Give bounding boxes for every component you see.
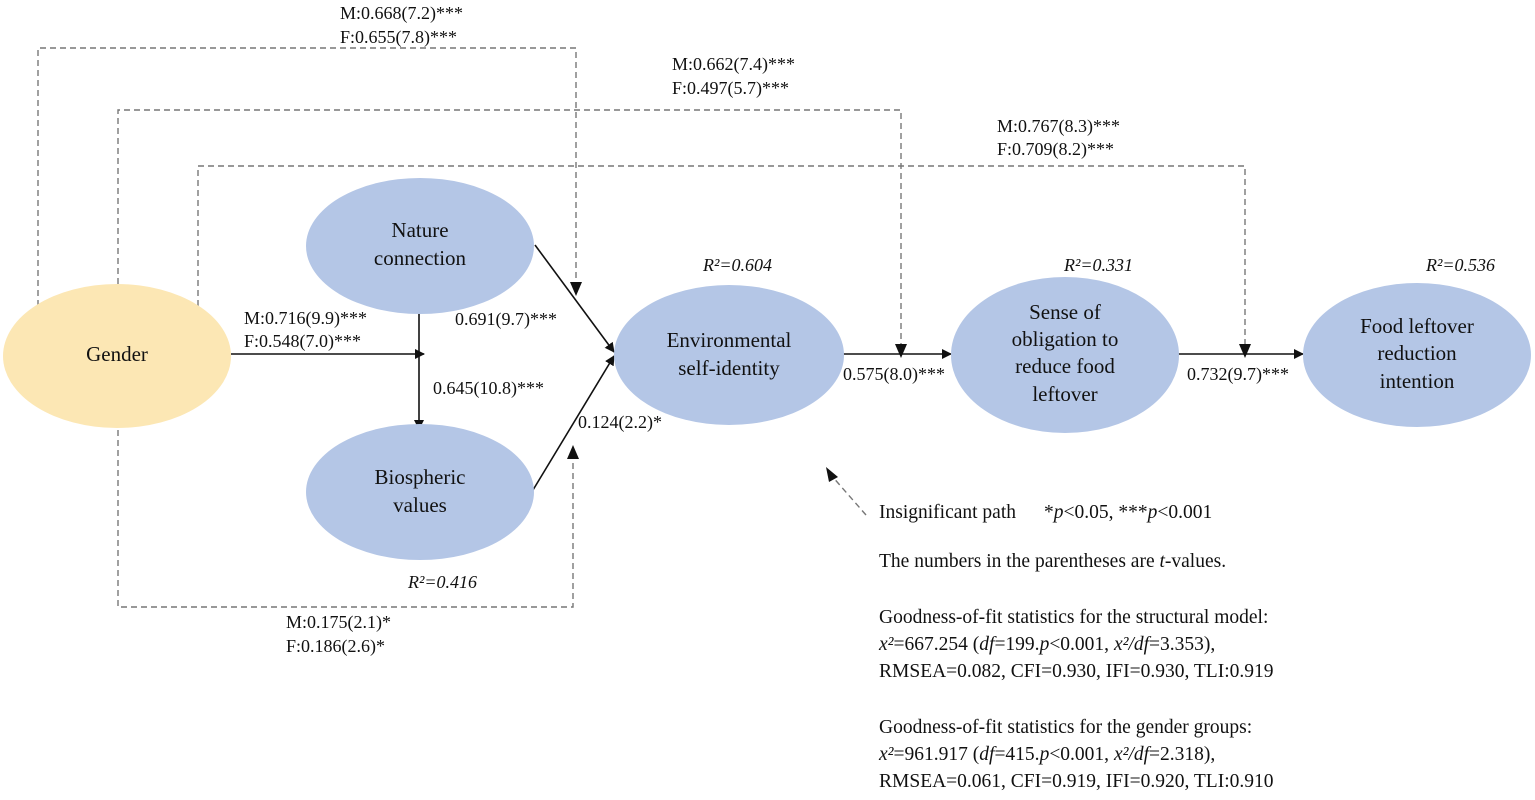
node-gender-label: Gender bbox=[86, 342, 148, 366]
coef-nature-biospheric: 0.645(10.8)*** bbox=[433, 378, 544, 399]
solid-paths bbox=[231, 244, 1304, 491]
coef-gender-eid-top-f: F:0.655(7.8)*** bbox=[340, 27, 457, 48]
node-biospheric-label-line1: Biospheric bbox=[375, 465, 466, 489]
fit-structural-indices: RMSEA=0.082, CFI=0.930, IFI=0.930, TLI:0… bbox=[879, 661, 1274, 682]
r2-intention: R²=0.536 bbox=[1425, 255, 1495, 275]
fit-structural-block: Goodness-of-fit statistics for the struc… bbox=[879, 604, 1274, 685]
node-biospheric-label-line2: values bbox=[393, 493, 447, 517]
node-nature-connection: Nature connection bbox=[306, 178, 534, 314]
coef-gender-intention-m: M:0.767(8.3)*** bbox=[997, 116, 1120, 137]
node-nature-label-line1: Nature bbox=[391, 218, 448, 242]
dashed-arrowheads bbox=[567, 282, 1251, 482]
node-sense-of-obligation: Sense of obligation to reduce food lefto… bbox=[951, 277, 1179, 433]
coef-gender-eid-bottom-m: M:0.175(2.1)* bbox=[286, 612, 391, 633]
path-gender-eid-bottom bbox=[117, 420, 574, 608]
note-tvalues-pre: The numbers in the parentheses are bbox=[879, 551, 1160, 572]
node-intention-label-line3: intention bbox=[1380, 369, 1455, 393]
legend-sig-val1: <0.05, *** bbox=[1063, 502, 1148, 523]
fit-gender-ratio-sym: x²/df bbox=[1113, 744, 1150, 765]
fit-gender-df-sym: df bbox=[979, 744, 995, 765]
fit-gender-chi-sym: x² bbox=[879, 744, 894, 765]
coef-nature-eid: 0.691(9.7)*** bbox=[455, 309, 557, 330]
node-environmental-self-identity: Environmental self-identity bbox=[614, 285, 844, 425]
fit-structural-chi-sym: x² bbox=[879, 634, 894, 655]
r2-eid: R²=0.604 bbox=[702, 255, 772, 275]
fit-gender-chi-val: =961.917 ( bbox=[893, 744, 980, 765]
coef-gender-obligation-f: F:0.497(5.7)*** bbox=[672, 78, 789, 99]
fit-structural-df-val: =199. bbox=[994, 634, 1040, 655]
legend-dashed-arrow bbox=[830, 474, 867, 516]
coef-gender-intention-f: F:0.709(8.2)*** bbox=[997, 139, 1114, 160]
note-tvalues: The numbers in the parentheses are t-val… bbox=[879, 548, 1226, 575]
fit-structural-p-val: <0.001, bbox=[1049, 634, 1114, 655]
coef-gender-eid-top-m: M:0.668(7.2)*** bbox=[340, 3, 463, 24]
node-gender: Gender bbox=[3, 284, 231, 428]
coef-obligation-intention: 0.732(9.7)*** bbox=[1187, 364, 1289, 385]
node-eid-label-line1: Environmental bbox=[667, 328, 792, 352]
node-eid-label-line2: self-identity bbox=[678, 356, 780, 380]
fit-structural-heading: Goodness-of-fit statistics for the struc… bbox=[879, 607, 1269, 628]
fit-gender-ratio-val: =2.318), bbox=[1149, 744, 1216, 765]
path-gender-intention bbox=[197, 165, 1246, 354]
coef-gender-eid-bottom-f: F:0.186(2.6)* bbox=[286, 636, 385, 657]
path-gender-obligation bbox=[117, 109, 902, 354]
fit-structural-chi-val: =667.254 ( bbox=[893, 634, 980, 655]
node-obligation-label-line4: leftover bbox=[1032, 382, 1097, 406]
legend-insignificant-label: Insignificant path bbox=[879, 502, 1017, 523]
node-biospheric-values: Biospheric values bbox=[306, 424, 534, 560]
legend-sig-star: * bbox=[1044, 502, 1054, 523]
legend-significance: Insignificant path*p<0.05, ***p<0.001 bbox=[879, 499, 1212, 526]
legend-sig-p1: p bbox=[1053, 502, 1064, 523]
note-tvalues-post: -values. bbox=[1164, 551, 1227, 572]
node-obligation-label-line3: reduce food bbox=[1015, 354, 1115, 378]
node-food-leftover-intention: Food leftover reduction intention bbox=[1303, 283, 1531, 427]
dashed-paths bbox=[37, 47, 1246, 608]
fit-structural-df-sym: df bbox=[979, 634, 995, 655]
coef-gender-nb-f: F:0.548(7.0)*** bbox=[244, 331, 361, 352]
node-intention-label-line2: reduction bbox=[1377, 341, 1457, 365]
fit-gender-block: Goodness-of-fit statistics for the gende… bbox=[879, 714, 1274, 795]
node-nature-label-line2: connection bbox=[374, 246, 467, 270]
note-tvalues-t: t bbox=[1159, 551, 1165, 572]
node-obligation-label-line1: Sense of bbox=[1029, 300, 1101, 324]
fit-structural-p-sym: p bbox=[1039, 634, 1050, 655]
fit-structural-ratio-val: =3.353), bbox=[1149, 634, 1216, 655]
fit-gender-indices: RMSEA=0.061, CFI=0.919, IFI=0.920, TLI:0… bbox=[879, 771, 1274, 792]
legend-sig-val2: <0.001 bbox=[1157, 502, 1213, 523]
fit-gender-p-sym: p bbox=[1039, 744, 1050, 765]
path-biospheric-eid bbox=[532, 355, 615, 491]
fit-structural-ratio-sym: x²/df bbox=[1113, 634, 1150, 655]
legend-sig-p2: p bbox=[1147, 502, 1158, 523]
path-nature-eid bbox=[534, 244, 615, 353]
fit-gender-df-val: =415. bbox=[994, 744, 1040, 765]
node-obligation-label-line2: obligation to bbox=[1012, 327, 1119, 351]
r2-obligation: R²=0.331 bbox=[1063, 255, 1133, 275]
fit-gender-p-val: <0.001, bbox=[1049, 744, 1114, 765]
fit-gender-chi-line: x²=961.917 (df=415.p<0.001, x²/df=2.318)… bbox=[879, 741, 1274, 768]
r2-biospheric: R²=0.416 bbox=[407, 572, 477, 592]
fit-gender-heading: Goodness-of-fit statistics for the gende… bbox=[879, 717, 1253, 738]
fit-structural-chi-line: x²=667.254 (df=199.p<0.001, x²/df=3.353)… bbox=[879, 631, 1274, 658]
coef-eid-obligation: 0.575(8.0)*** bbox=[843, 364, 945, 385]
node-intention-label-line1: Food leftover bbox=[1360, 314, 1474, 338]
coef-biospheric-eid: 0.124(2.2)* bbox=[578, 412, 662, 433]
coef-gender-nb-m: M:0.716(9.9)*** bbox=[244, 308, 367, 329]
coef-gender-obligation-m: M:0.662(7.4)*** bbox=[672, 54, 795, 75]
